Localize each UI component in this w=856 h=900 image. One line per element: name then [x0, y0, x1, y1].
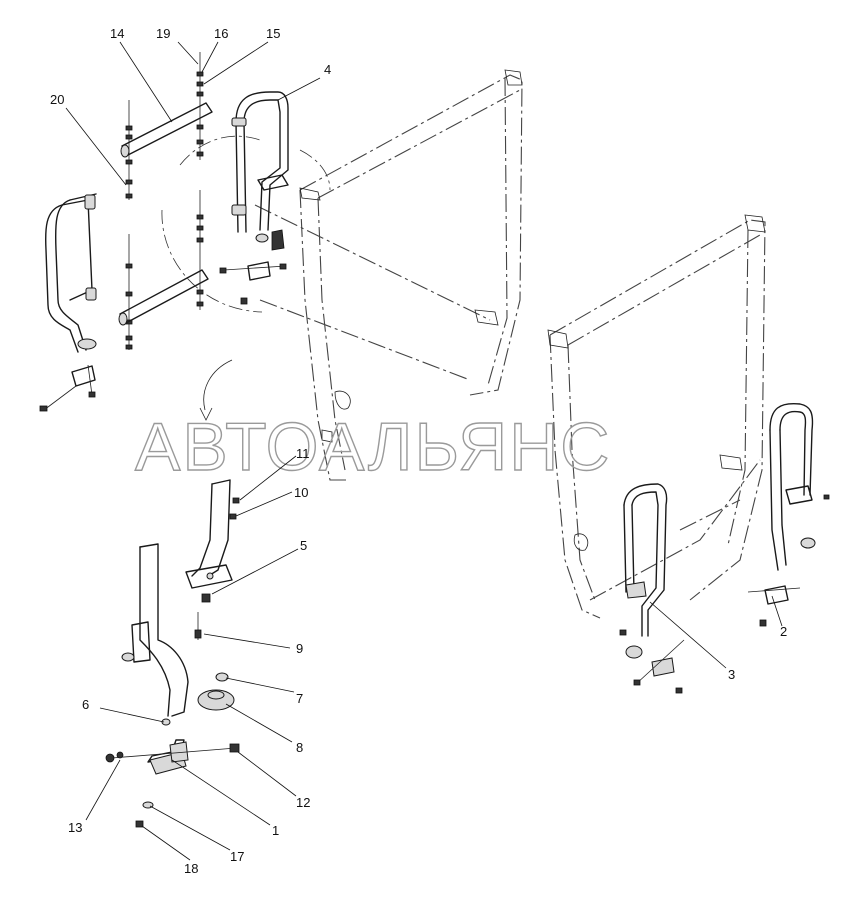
callout-labels: 14 19 16 15 4 20 11 10 5 9 7 8 6 12 13 1… — [50, 26, 787, 876]
leader-lines — [65, 41, 783, 861]
callout-4: 4 — [324, 62, 331, 77]
detail-lower-post — [121, 543, 189, 717]
detail-bracket — [105, 718, 240, 828]
callout-8: 8 — [296, 740, 303, 755]
detail-upper-post — [185, 479, 240, 640]
watermark-text: АВТОАЛЬЯНС — [135, 409, 611, 485]
callout-10: 10 — [294, 485, 308, 500]
callout-1: 1 — [272, 823, 279, 838]
callout-6: 6 — [82, 697, 89, 712]
callout-3: 3 — [728, 667, 735, 682]
rotation-arcs — [161, 135, 331, 421]
detail-bushing — [197, 672, 235, 711]
cab-frame-right — [547, 214, 766, 619]
callout-20: 20 — [50, 92, 64, 107]
callout-12: 12 — [296, 795, 310, 810]
bolt-stack-right — [196, 52, 204, 310]
handrail-2-right — [747, 402, 830, 627]
callout-17: 17 — [230, 849, 244, 864]
callout-18: 18 — [184, 861, 198, 876]
callout-15: 15 — [266, 26, 280, 41]
callout-7: 7 — [296, 691, 303, 706]
callout-14: 14 — [110, 26, 124, 41]
callout-5: 5 — [300, 538, 307, 553]
callout-13: 13 — [68, 820, 82, 835]
handrail-3-right — [619, 483, 685, 694]
callout-2: 2 — [780, 624, 787, 639]
handrail-left-assembly — [39, 193, 97, 412]
callout-11: 11 — [296, 446, 310, 461]
callout-9: 9 — [296, 641, 303, 656]
callout-16: 16 — [214, 26, 228, 41]
callout-19: 19 — [156, 26, 170, 41]
tube-spacers — [118, 102, 213, 326]
handrail-4 — [219, 91, 289, 305]
bolt-stack-left — [125, 100, 133, 350]
cab-frame-main — [254, 69, 523, 481]
